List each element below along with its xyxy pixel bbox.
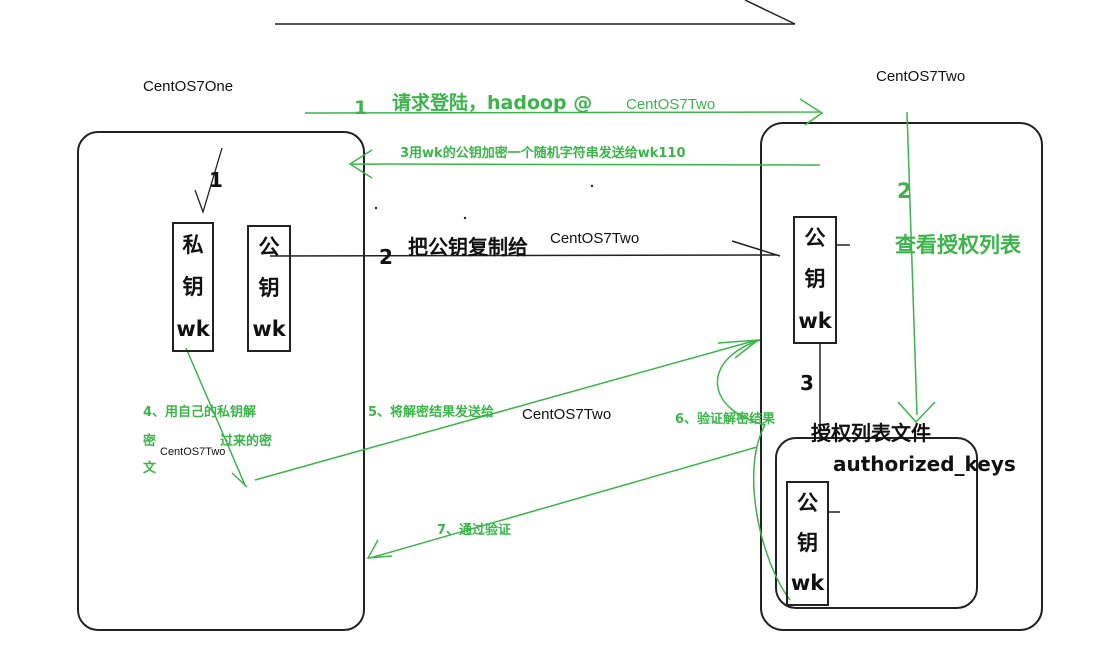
step2-host: CentOS7Two	[550, 230, 640, 247]
step4-line3: 文	[143, 461, 157, 476]
arrow-step1	[304, 98, 824, 126]
auth-file-name: authorized_keys	[833, 452, 1016, 476]
step2-text: 把公钥复制给	[408, 235, 528, 259]
right-step2-number: 2	[897, 179, 912, 203]
private-key-char-2: 钥	[182, 274, 204, 299]
curve-step6	[716, 339, 791, 601]
arrow-copy-pubkey	[269, 240, 781, 257]
step4-host: CentOS7Two	[160, 446, 226, 458]
left-public-key-char-1: 公	[258, 235, 280, 259]
step6-text: 6、验证解密结果	[675, 412, 776, 427]
auth-file-box	[775, 437, 978, 609]
step1-number: 1	[354, 97, 368, 119]
left-public-key-char-2: 钥	[258, 276, 280, 300]
right-public-key-char-3: wk	[798, 308, 832, 333]
auth-public-key-char-3: wk	[790, 571, 825, 596]
auth-public-key-box: 公 钥 wk	[786, 481, 829, 606]
dot-a	[590, 184, 594, 188]
step1-text: 请求登陆，hadoop @	[392, 92, 593, 114]
arrow-step5	[254, 339, 761, 481]
right-step3-number: 3	[800, 371, 814, 395]
check-mark	[194, 147, 223, 215]
right-public-key-box: 公 钥 wk	[793, 216, 837, 344]
left-step1-number: 1	[209, 168, 223, 192]
right-host-label: CentOS7Two	[876, 68, 966, 85]
left-host-label: CentOS7One	[143, 78, 234, 95]
dot-c	[463, 216, 467, 220]
right-public-key-char-1: 公	[804, 226, 826, 251]
dot-b	[374, 206, 378, 210]
arrow-step3	[348, 149, 821, 179]
right-host-box	[760, 122, 1043, 631]
step4-line2a: 密	[143, 434, 157, 449]
step2-number: 2	[379, 245, 393, 269]
top-stray-line-tail	[744, 0, 796, 25]
left-public-key-char-3: wk	[252, 317, 286, 341]
right-public-key-char-2: 钥	[804, 267, 826, 292]
step5-text: 5、将解密结果发送给	[368, 405, 495, 420]
arrow-step4	[185, 347, 248, 488]
left-public-key-box: 公 钥 wk	[247, 225, 291, 352]
step1-host: CentOS7Two	[626, 96, 716, 113]
auth-public-key-char-2: 钥	[797, 530, 818, 555]
arrow-check-list	[897, 111, 936, 424]
auth-public-key-char-1: 公	[797, 490, 818, 515]
left-host-box	[77, 131, 365, 631]
auth-file-title: 授权列表文件	[811, 421, 931, 445]
arrow-step7	[366, 446, 758, 559]
step5-host: CentOS7Two	[522, 406, 612, 423]
left-private-key-box: 私 钥 wk	[172, 222, 214, 352]
private-key-char-3: wk	[176, 316, 210, 341]
private-key-char-1: 私	[182, 232, 204, 257]
step3-text: 3用wk的公钥加密一个随机字符串发送给wk110	[400, 146, 686, 161]
step4-line1: 4、用自己的私钥解	[143, 405, 257, 420]
step7-text: 7、通过验证	[437, 523, 512, 538]
step4-line2b: 过来的密	[220, 434, 273, 449]
right-step2-text: 查看授权列表	[895, 233, 1021, 257]
